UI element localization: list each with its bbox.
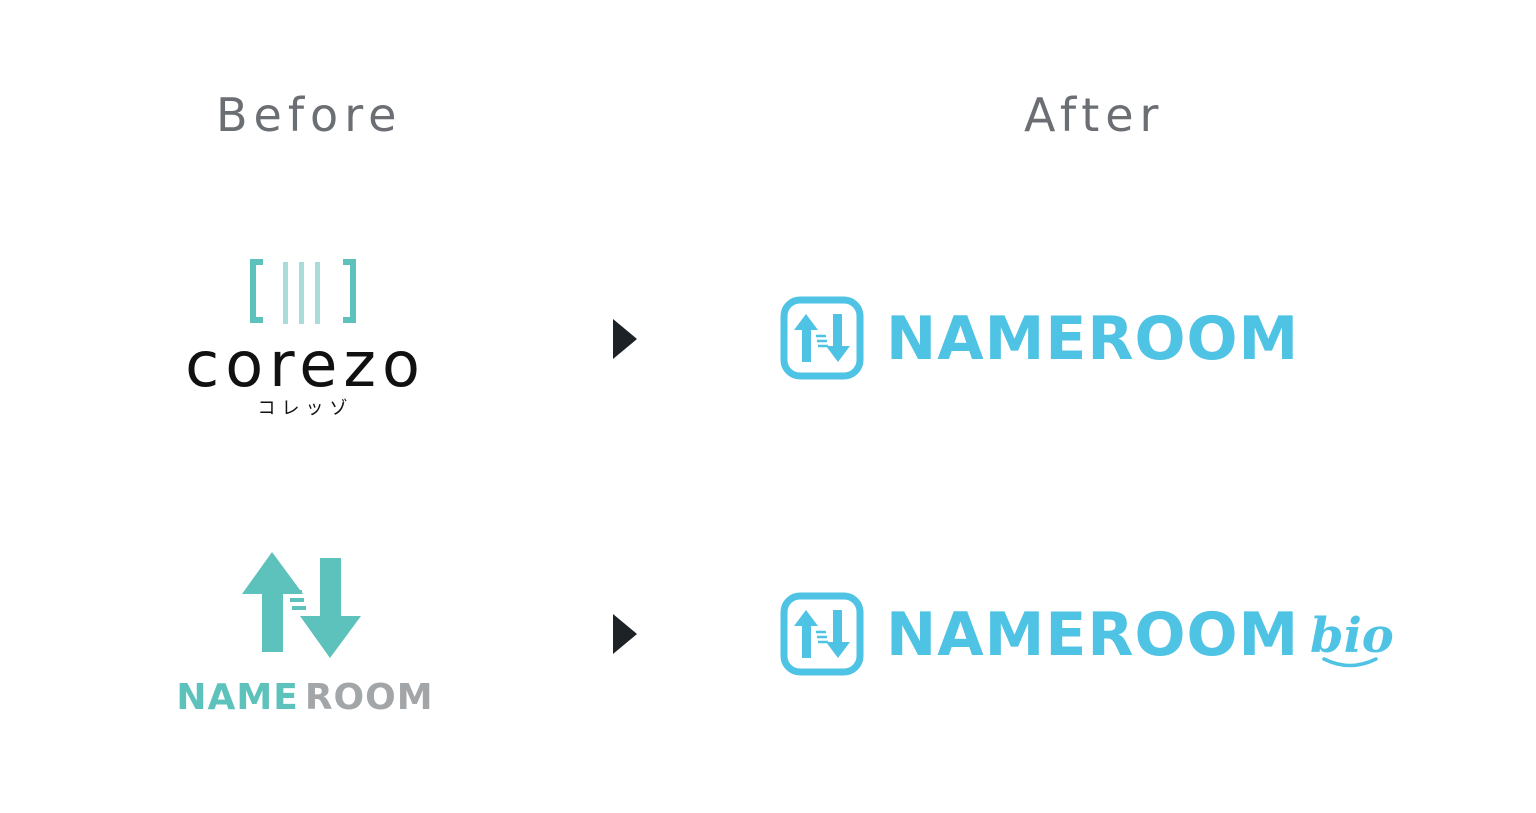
corezo-logo: corezo コレッゾ <box>138 256 473 426</box>
bio-suffix: bio <box>1310 608 1394 664</box>
up-down-arrows-badge-icon <box>780 296 864 380</box>
smile-swoosh-icon <box>1322 657 1378 668</box>
triangle-right-icon <box>612 613 638 660</box>
nameroom-bio-wordmark: NAMEROOM <box>886 600 1300 670</box>
nameroom-wordmark: NAMEROOM <box>886 304 1300 374</box>
triangle-right-icon <box>612 318 638 365</box>
corezo-katakana: コレッゾ <box>257 398 354 419</box>
before-heading: Before <box>216 88 403 142</box>
name-word: NAME <box>176 677 299 718</box>
up-down-arrows-badge-icon <box>780 592 864 676</box>
room-word: ROOM <box>304 677 434 718</box>
nameroom-bio-logo: NAMEROOM bio <box>780 592 1420 678</box>
corezo-wordmark: corezo <box>185 328 426 401</box>
after-heading: After <box>1024 88 1165 142</box>
bracket-bars-icon <box>250 259 356 324</box>
up-down-arrows-icon <box>242 552 361 658</box>
nameroom-logo-new: NAMEROOM <box>780 296 1310 382</box>
